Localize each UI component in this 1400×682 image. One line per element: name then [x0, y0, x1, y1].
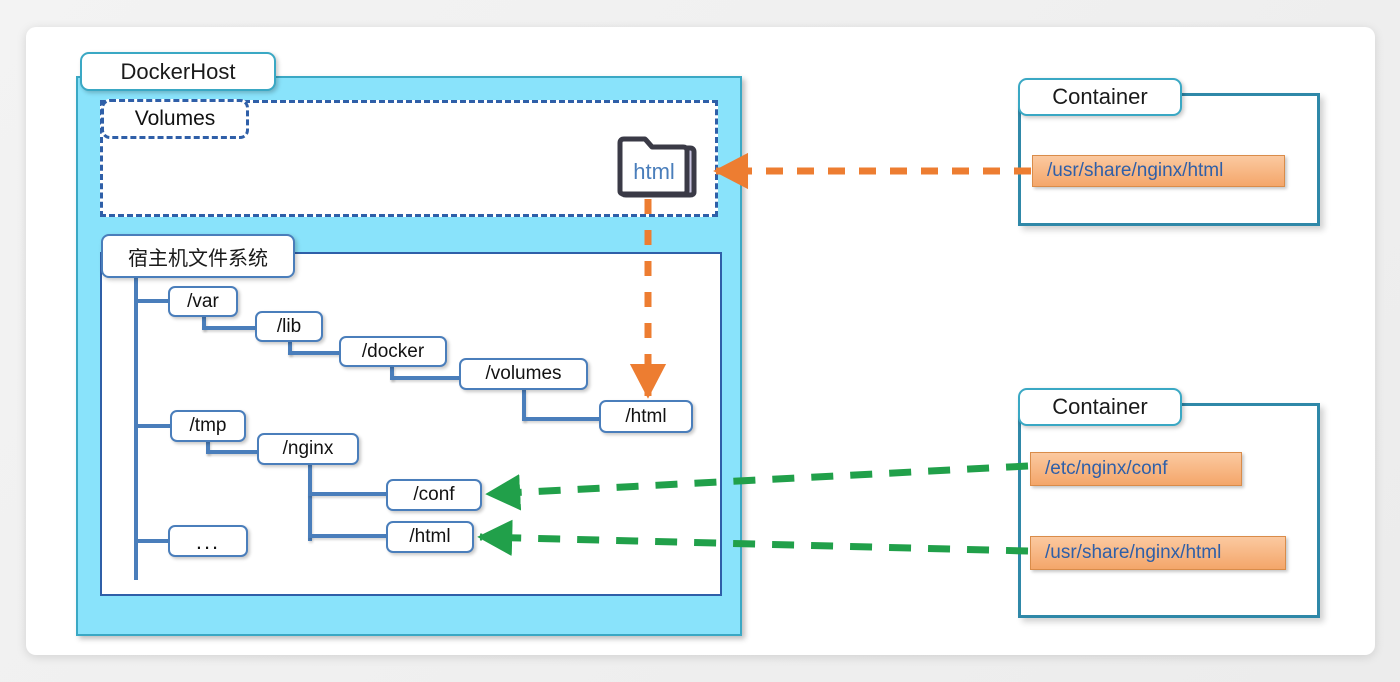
elbow-docker-right — [390, 376, 460, 380]
tree-node-label: /lib — [276, 315, 302, 337]
path-label: /etc/nginx/conf — [1045, 458, 1168, 479]
container-bottom-path-etc-nginx-conf[interactable]: /etc/nginx/conf — [1030, 452, 1242, 486]
dockerhost-title: DockerHost — [80, 52, 276, 91]
tree-node-label: ... — [195, 529, 221, 554]
host-filesystem-title: 宿主机文件系统 — [101, 234, 295, 278]
container-top-path-usr-share-nginx-html[interactable]: /usr/share/nginx/html — [1032, 155, 1285, 187]
tree-node-vol-html[interactable]: /html — [599, 400, 693, 433]
tree-branch-ellipsis — [134, 539, 172, 543]
elbow-var-down — [202, 316, 206, 330]
tree-node-lib[interactable]: /lib — [255, 311, 323, 342]
tree-branch-var — [134, 299, 172, 303]
tree-branch-tmp — [134, 424, 172, 428]
tree-node-volumes[interactable]: /volumes — [459, 358, 588, 390]
tree-node-label: /nginx — [282, 438, 334, 459]
tree-node-label: /conf — [413, 484, 455, 505]
tree-node-tmp[interactable]: /tmp — [170, 410, 246, 442]
container-bottom-region — [1018, 403, 1320, 618]
tree-node-var[interactable]: /var — [168, 286, 238, 317]
tree-node-label: /tmp — [189, 415, 227, 436]
elbow-lib-down — [288, 341, 292, 355]
dockerhost-title-label: DockerHost — [120, 58, 236, 84]
container-title-label: Container — [1052, 84, 1148, 109]
container-title-label: Container — [1052, 394, 1148, 419]
elbow-volumes-down — [522, 389, 526, 421]
tree-trunk — [134, 276, 138, 580]
folder-label: html — [633, 158, 675, 184]
tree-node-label: /volumes — [485, 363, 562, 384]
volumes-title: Volumes — [101, 99, 249, 139]
tree-node-label: /html — [625, 405, 667, 427]
path-label: /usr/share/nginx/html — [1047, 160, 1224, 181]
tree-node-ellipsis[interactable]: ... — [168, 525, 248, 557]
tree-node-label: /docker — [361, 340, 425, 362]
elbow-docker-down — [390, 366, 394, 380]
container-bottom-path-usr-share-nginx-html[interactable]: /usr/share/nginx/html — [1030, 536, 1286, 570]
volumes-title-label: Volumes — [134, 107, 216, 130]
tree-node-label: /html — [409, 526, 451, 547]
elbow-tmp-down — [206, 440, 210, 454]
elbow-tmp-right — [206, 450, 262, 454]
tree-node-conf[interactable]: /conf — [386, 479, 482, 511]
volumes-region — [100, 100, 718, 217]
container-top-title: Container — [1018, 78, 1182, 116]
tree-node-label: /var — [187, 290, 219, 312]
folder-icon[interactable]: html — [612, 134, 708, 199]
path-label: /usr/share/nginx/html — [1045, 542, 1222, 563]
tree-node-docker[interactable]: /docker — [339, 336, 447, 367]
container-bottom-title: Container — [1018, 388, 1182, 426]
elbow-nginx-conf — [308, 492, 388, 496]
elbow-volumes-right — [522, 417, 600, 421]
elbow-nginx-down — [308, 463, 312, 541]
tree-node-nginx[interactable]: /nginx — [257, 433, 359, 465]
elbow-var-right — [202, 326, 257, 330]
host-filesystem-title-label: 宿主机文件系统 — [128, 247, 268, 270]
elbow-nginx-html — [308, 534, 388, 538]
tree-node-tmp-html[interactable]: /html — [386, 521, 474, 553]
elbow-lib-right — [288, 351, 341, 355]
